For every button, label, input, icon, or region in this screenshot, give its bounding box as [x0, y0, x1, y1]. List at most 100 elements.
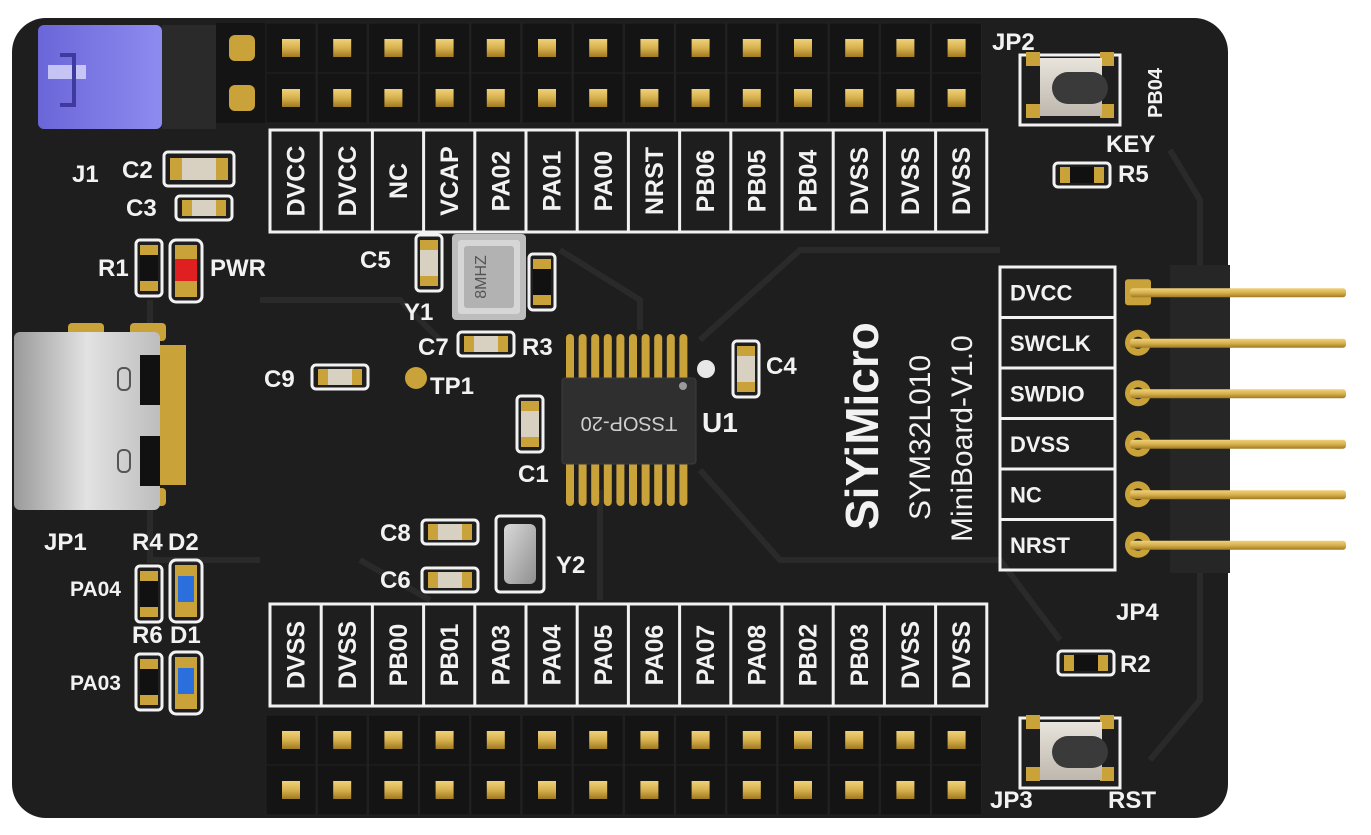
pin-housing — [419, 22, 471, 74]
pin-label: PB03 — [846, 624, 874, 687]
header-pin[interactable] — [742, 39, 761, 57]
swd-header-pin[interactable] — [1130, 338, 1346, 348]
j1-pin[interactable] — [229, 35, 255, 61]
pin-label: DVCC — [283, 146, 311, 217]
label-c8: C8 — [380, 520, 411, 547]
header-pin[interactable] — [435, 89, 454, 107]
header-pin[interactable] — [794, 781, 812, 799]
header-pin[interactable] — [538, 781, 556, 799]
header-pin[interactable] — [282, 39, 300, 57]
header-pin[interactable] — [435, 731, 454, 749]
header-pin[interactable] — [486, 731, 505, 749]
header-pin[interactable] — [538, 731, 556, 749]
header-pin[interactable] — [691, 89, 710, 107]
label-r6: R6 — [132, 622, 163, 649]
header-pin[interactable] — [538, 39, 556, 57]
header-pin[interactable] — [589, 39, 608, 57]
header-pin[interactable] — [640, 731, 659, 749]
header-pin[interactable] — [333, 39, 352, 57]
swd-header-pin[interactable] — [1130, 288, 1346, 298]
header-pin[interactable] — [589, 731, 608, 749]
header-pin[interactable] — [794, 89, 812, 107]
brand-name: SiYiMicro — [836, 322, 888, 530]
header-pin[interactable] — [947, 89, 966, 107]
header-pin[interactable] — [742, 731, 761, 749]
u1-pin — [666, 334, 675, 382]
brand-block: SiYiMicro SYM32L010 MiniBoard-V1.0 — [836, 322, 979, 542]
header-pin[interactable] — [896, 781, 915, 799]
header-pin[interactable] — [486, 89, 505, 107]
swd-header-pin[interactable] — [1130, 439, 1346, 449]
label-d2: D2 — [168, 529, 199, 556]
board-version: MiniBoard-V1.0 — [946, 335, 979, 542]
pin-label: NC — [385, 163, 413, 199]
reset-button[interactable] — [1018, 715, 1122, 790]
header-pin[interactable] — [845, 89, 864, 107]
header-pin[interactable] — [640, 89, 659, 107]
pin-label: PA05 — [590, 625, 618, 686]
header-pin[interactable] — [384, 39, 403, 57]
u1-pin — [666, 458, 675, 506]
header-pin[interactable] — [742, 89, 761, 107]
pin-label: PA08 — [743, 625, 771, 686]
header-pin[interactable] — [333, 781, 352, 799]
header-pin[interactable] — [947, 39, 966, 57]
label-pb04-key: PB04 — [1145, 67, 1167, 118]
j1-pin[interactable] — [229, 85, 255, 111]
header-pin[interactable] — [947, 781, 966, 799]
swd-pin-label: NRST — [1010, 533, 1070, 558]
header-pin[interactable] — [282, 731, 300, 749]
key-button[interactable] — [1018, 52, 1122, 127]
jumper-cap-j1[interactable] — [38, 25, 216, 129]
header-pin[interactable] — [845, 781, 864, 799]
header-pin[interactable] — [691, 781, 710, 799]
header-pin[interactable] — [384, 89, 403, 107]
smd-vertical-parts — [134, 233, 761, 716]
header-pin[interactable] — [589, 781, 608, 799]
swd-header-pin[interactable] — [1130, 490, 1346, 500]
u1-pin — [654, 458, 663, 506]
header-pin[interactable] — [640, 39, 659, 57]
header-pin[interactable] — [640, 781, 659, 799]
header-pin[interactable] — [794, 39, 812, 57]
header-pin[interactable] — [538, 89, 556, 107]
header-pin[interactable] — [845, 39, 864, 57]
usb-c-connector[interactable] — [14, 323, 186, 510]
label-c7: C7 — [418, 334, 449, 361]
label-u1: U1 — [702, 407, 738, 438]
header-pin[interactable] — [435, 781, 454, 799]
header-pin[interactable] — [947, 731, 966, 749]
header-pin[interactable] — [896, 89, 915, 107]
header-pin[interactable] — [333, 89, 352, 107]
header-pin[interactable] — [589, 89, 608, 107]
header-pin[interactable] — [282, 89, 300, 107]
header-pin[interactable] — [384, 781, 403, 799]
header-pin[interactable] — [384, 731, 403, 749]
header-pin[interactable] — [435, 39, 454, 57]
label-jp1: JP1 — [44, 529, 87, 556]
header-pin[interactable] — [282, 781, 300, 799]
header-pin[interactable] — [333, 731, 352, 749]
swd-pin-label: DVCC — [1010, 280, 1072, 305]
label-c3: C3 — [126, 195, 157, 222]
u1-pin — [616, 458, 625, 506]
header-pin[interactable] — [486, 781, 505, 799]
label-c1: C1 — [518, 461, 549, 488]
swd-header-pin[interactable] — [1130, 389, 1346, 399]
header-pin[interactable] — [486, 39, 505, 57]
pin-label: DVSS — [897, 147, 925, 215]
header-pin[interactable] — [896, 731, 915, 749]
header-pin[interactable] — [742, 781, 761, 799]
swd-header-pin[interactable] — [1130, 540, 1346, 550]
tp1-pad — [405, 367, 427, 389]
header-pin[interactable] — [794, 731, 812, 749]
header-pin[interactable] — [845, 731, 864, 749]
pin-housing — [470, 764, 522, 816]
pin-housing — [931, 72, 983, 124]
header-pin[interactable] — [691, 39, 710, 57]
header-pin[interactable] — [896, 39, 915, 57]
header-pin[interactable] — [691, 731, 710, 749]
silkscreen-labels: J1 C2 C3 R1 PWR C5 Y1 C7 R3 C9 TP1 C4 U1… — [44, 29, 1167, 814]
